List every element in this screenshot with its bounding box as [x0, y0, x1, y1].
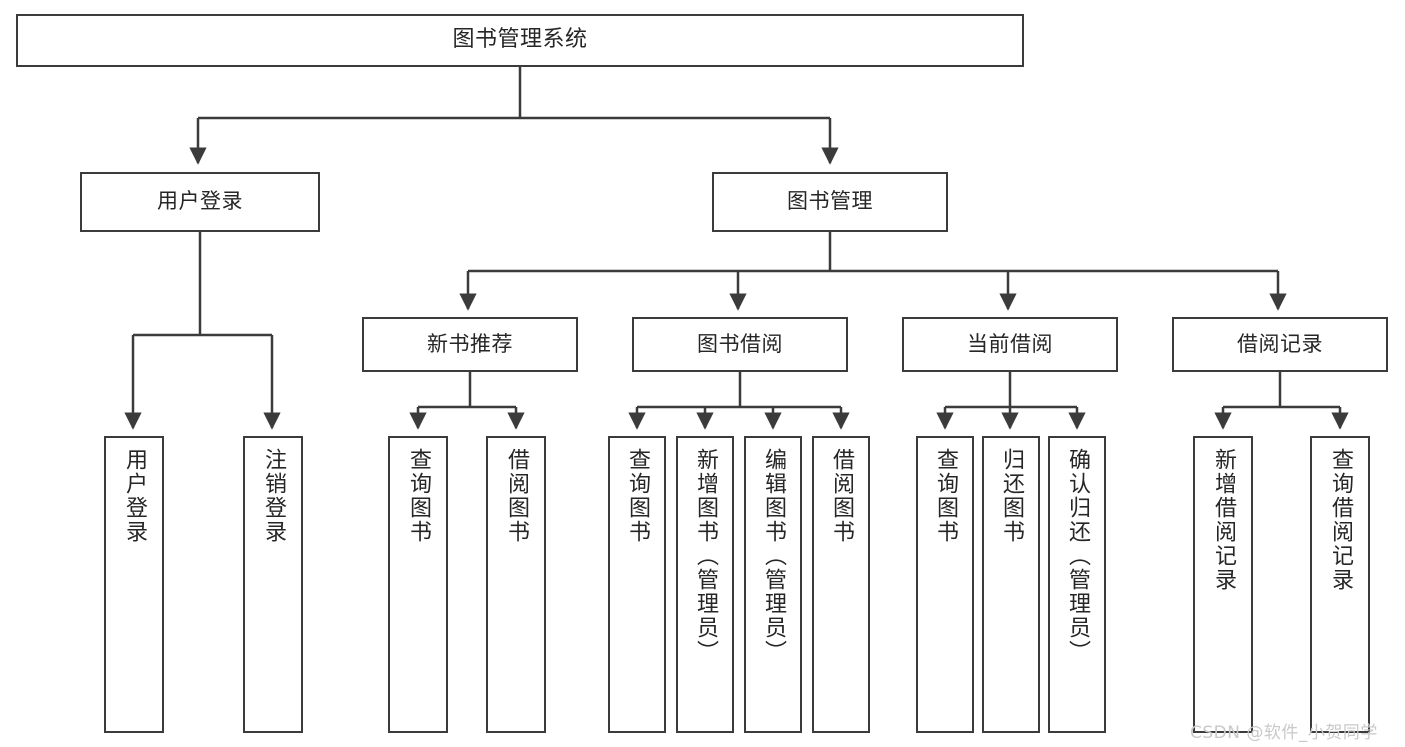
- leaf-borrow-book-2[interactable]: 借阅图书: [812, 436, 870, 733]
- leaf-confirm-return-label: 确认归还（管理员）: [1065, 448, 1090, 664]
- node-book-manage[interactable]: 图书管理: [712, 172, 948, 232]
- leaf-logout[interactable]: 注销登录: [243, 436, 303, 733]
- leaf-borrow-book-1-label: 借阅图书: [504, 448, 529, 544]
- leaf-borrow-book-1[interactable]: 借阅图书: [486, 436, 546, 733]
- leaf-edit-book[interactable]: 编辑图书（管理员）: [744, 436, 802, 733]
- leaf-query-book-2-label: 查询图书: [625, 448, 650, 544]
- leaf-query-book-1-label: 查询图书: [406, 448, 431, 544]
- leaf-query-record[interactable]: 查询借阅记录: [1310, 436, 1370, 733]
- leaf-edit-book-label: 编辑图书（管理员）: [761, 448, 786, 664]
- node-root[interactable]: 图书管理系统: [16, 14, 1024, 67]
- node-new-book-recommend[interactable]: 新书推荐: [362, 317, 578, 372]
- leaf-query-book-3[interactable]: 查询图书: [916, 436, 974, 733]
- leaf-add-record-label: 新增借阅记录: [1211, 448, 1236, 592]
- node-borrow-record-label: 借阅记录: [1237, 331, 1323, 356]
- node-user-login[interactable]: 用户登录: [80, 172, 320, 232]
- node-root-label: 图书管理系统: [452, 27, 588, 53]
- node-current-borrow-label: 当前借阅: [967, 331, 1053, 356]
- leaf-return-book-label: 归还图书: [999, 448, 1024, 544]
- leaf-query-book-3-label: 查询图书: [933, 448, 958, 544]
- leaf-query-book-2[interactable]: 查询图书: [608, 436, 666, 733]
- node-current-borrow[interactable]: 当前借阅: [902, 317, 1118, 372]
- leaf-add-record[interactable]: 新增借阅记录: [1193, 436, 1253, 733]
- node-new-book-recommend-label: 新书推荐: [427, 331, 513, 356]
- leaf-borrow-book-2-label: 借阅图书: [829, 448, 854, 544]
- leaf-logout-label: 注销登录: [261, 448, 286, 544]
- leaf-user-login[interactable]: 用户登录: [104, 436, 164, 733]
- node-book-manage-label: 图书管理: [787, 189, 873, 214]
- leaf-confirm-return[interactable]: 确认归还（管理员）: [1048, 436, 1106, 733]
- leaf-query-book-1[interactable]: 查询图书: [388, 436, 448, 733]
- leaf-return-book[interactable]: 归还图书: [982, 436, 1040, 733]
- node-book-borrow[interactable]: 图书借阅: [632, 317, 848, 372]
- leaf-add-book[interactable]: 新增图书（管理员）: [676, 436, 734, 733]
- node-user-login-label: 用户登录: [157, 189, 243, 214]
- node-borrow-record[interactable]: 借阅记录: [1172, 317, 1388, 372]
- csdn-watermark: CSDN @软件_小贺同学: [1190, 723, 1378, 743]
- leaf-user-login-label: 用户登录: [122, 448, 147, 544]
- node-book-borrow-label: 图书借阅: [697, 331, 783, 356]
- leaf-add-book-label: 新增图书（管理员）: [693, 448, 718, 664]
- leaf-query-record-label: 查询借阅记录: [1328, 448, 1353, 592]
